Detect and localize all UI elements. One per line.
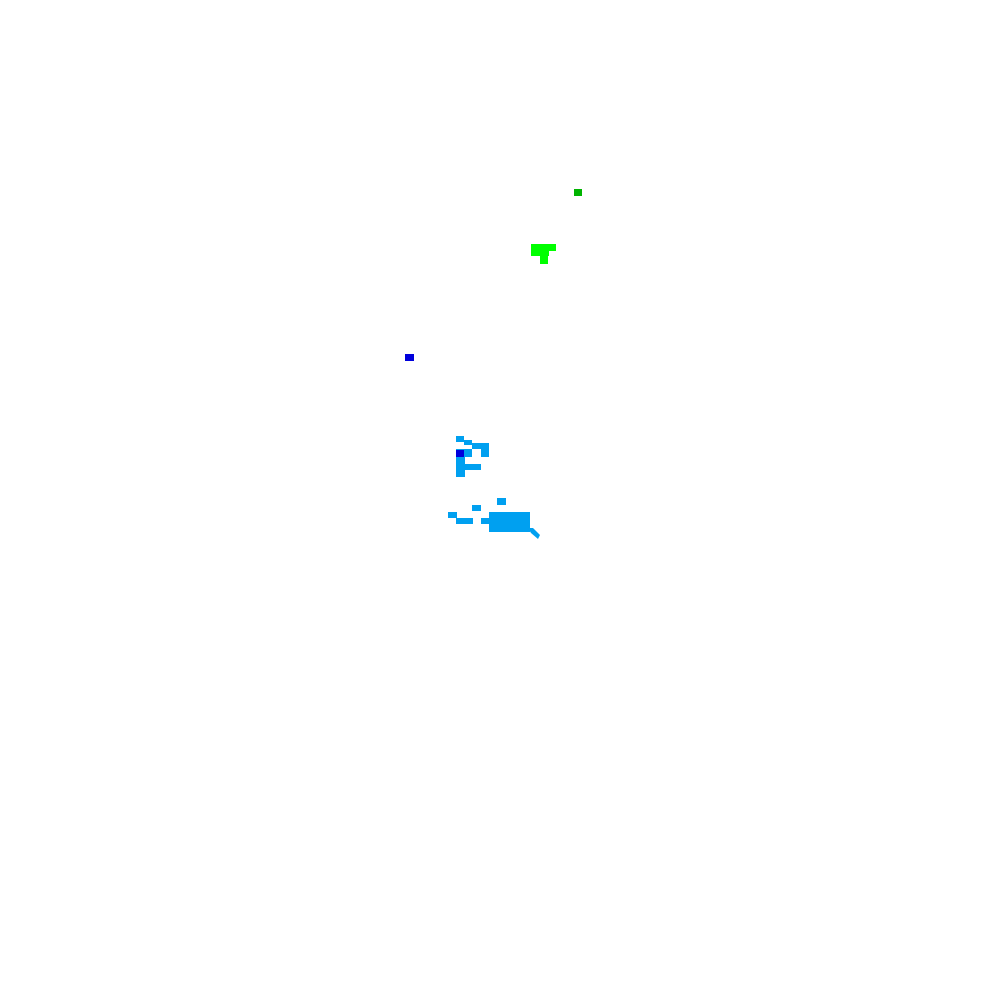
sky-blue-patch-lower [448,498,540,539]
blue-dot-lower [456,450,464,457]
bright-green-patch [531,244,556,264]
blue-dot-upper [405,354,414,361]
dark-green-patch [574,189,582,196]
